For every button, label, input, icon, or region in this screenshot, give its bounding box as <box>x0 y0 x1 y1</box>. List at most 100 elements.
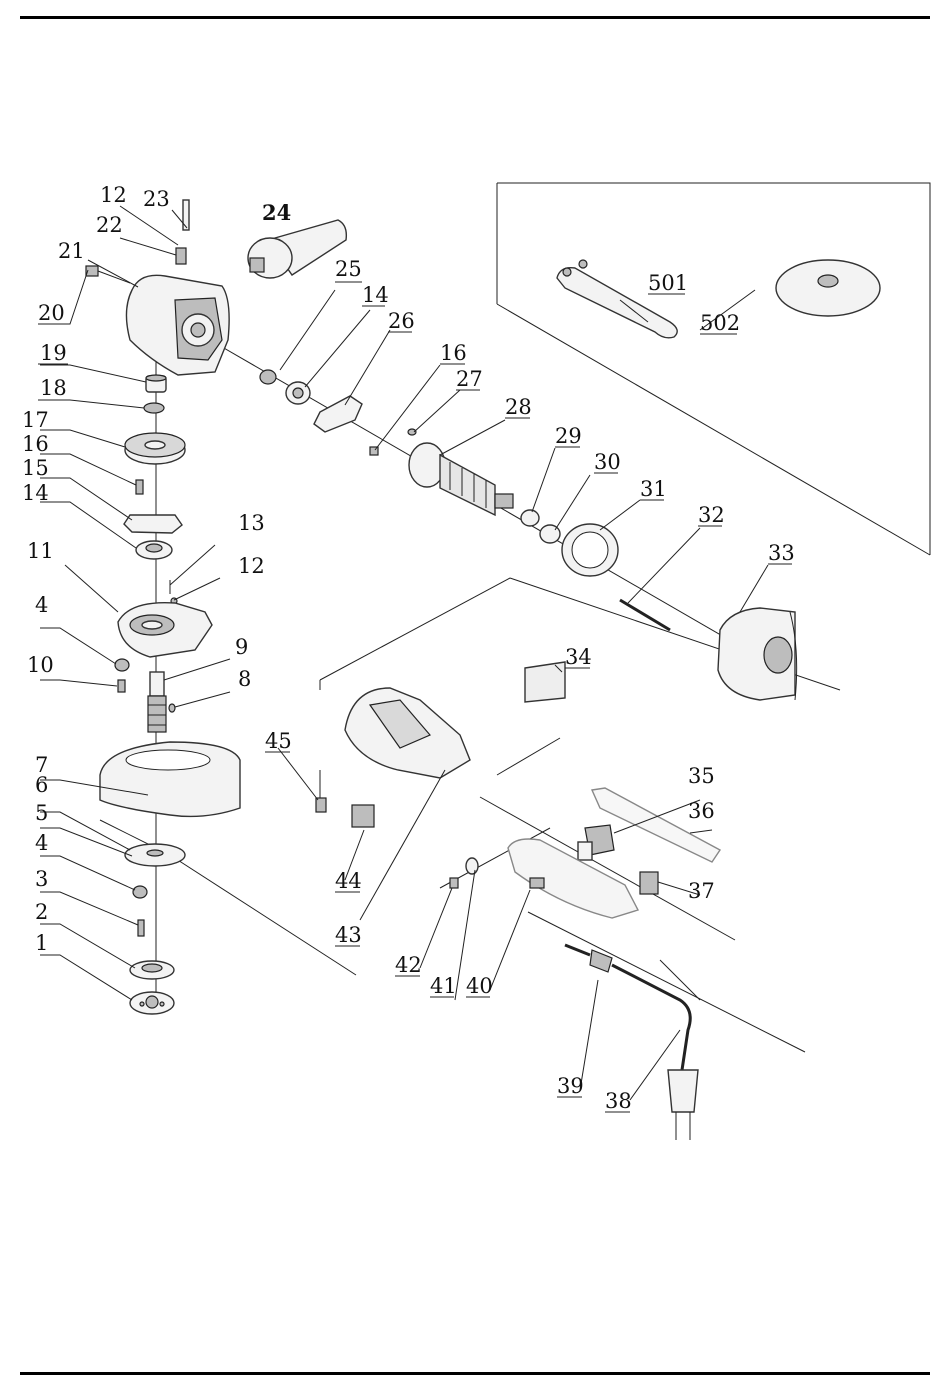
handle-assembly <box>450 788 720 1140</box>
part-40-rear-handle <box>508 839 638 918</box>
label-10: 10 <box>27 653 54 677</box>
label-33: 33 <box>768 541 795 565</box>
part-502-grinding-wheel <box>776 260 880 316</box>
part-19-bearing <box>146 375 166 392</box>
label-18: 18 <box>40 376 67 400</box>
housing-plane-top <box>320 578 510 680</box>
label-19: 19 <box>40 341 67 365</box>
part-28-armature <box>409 443 513 515</box>
label-17: 17 <box>22 408 49 432</box>
label-41: 41 <box>430 974 457 998</box>
accessory-box-edge <box>497 183 930 555</box>
part-16-screw <box>136 480 143 494</box>
part-31-baffle <box>562 524 618 576</box>
label-14-right: 14 <box>362 283 389 307</box>
label-21: 21 <box>58 239 85 263</box>
label-9: 9 <box>235 635 248 659</box>
part-35-switch <box>578 825 614 860</box>
part-39-cable-sleeve <box>565 945 612 972</box>
part-44-brush <box>352 805 374 827</box>
guard-plane-line <box>170 855 356 975</box>
part-43-motor-housing <box>345 688 470 778</box>
label-31: 31 <box>640 477 667 501</box>
handle-plane-bottom <box>528 912 805 1052</box>
part-33-stator <box>718 608 797 700</box>
label-39: 39 <box>557 1074 584 1098</box>
label-43: 43 <box>335 923 362 947</box>
label-32: 32 <box>698 503 725 527</box>
part-15-plate <box>124 515 182 533</box>
part-18-ring <box>144 403 164 413</box>
label-44: 44 <box>335 869 362 893</box>
part-32-screw <box>620 600 670 630</box>
part-27 <box>408 429 416 435</box>
label-38: 38 <box>605 1089 632 1113</box>
part-25 <box>260 370 276 384</box>
label-20: 20 <box>38 301 65 325</box>
label-2: 2 <box>35 900 48 924</box>
part-9-spindle <box>148 672 166 732</box>
label-40: 40 <box>466 974 493 998</box>
label-14-left: 14 <box>22 481 49 505</box>
part-7-wheel-guard <box>100 742 240 816</box>
part-5-flange-plate <box>125 844 185 866</box>
housing-short-line <box>497 738 560 775</box>
label-29: 29 <box>555 424 582 448</box>
label-23: 23 <box>143 187 170 211</box>
armature-assembly <box>260 370 797 702</box>
part-2-inner-flange <box>130 961 174 979</box>
part-11-bearing-cover <box>118 603 212 657</box>
part-14-bearing <box>136 541 172 559</box>
label-1: 1 <box>35 931 48 955</box>
part-8-key <box>169 704 175 712</box>
label-15: 15 <box>22 456 49 480</box>
label-4-upper: 4 <box>35 593 48 617</box>
gear-head-assembly <box>86 200 240 1014</box>
label-6: 6 <box>35 773 48 797</box>
part-37-label <box>640 872 658 894</box>
label-5: 5 <box>35 801 48 825</box>
part-23-screw <box>183 200 189 230</box>
label-12-right: 12 <box>238 554 265 578</box>
label-28: 28 <box>505 395 532 419</box>
part-10-screw <box>118 680 125 692</box>
label-27: 27 <box>456 367 483 391</box>
part-17-bevel-gear <box>125 433 185 464</box>
part-26-gasket <box>314 396 362 432</box>
part-42-screw <box>450 878 458 888</box>
label-16-right: 16 <box>440 341 467 365</box>
part-4-nut-lower <box>133 886 147 898</box>
label-501: 501 <box>648 271 688 295</box>
label-8: 8 <box>238 667 251 691</box>
label-502: 502 <box>700 311 740 335</box>
part-1-outer-flange <box>130 992 174 1014</box>
label-11: 11 <box>27 539 54 563</box>
label-34: 34 <box>565 645 592 669</box>
label-4-lower: 4 <box>35 831 48 855</box>
label-13: 13 <box>238 511 265 535</box>
label-35: 35 <box>688 764 715 788</box>
label-30: 30 <box>594 450 621 474</box>
label-37: 37 <box>688 879 715 903</box>
label-12-top: 12 <box>100 183 127 207</box>
part-3-screw <box>138 920 144 936</box>
part-4-nut <box>115 659 129 671</box>
part-34-label <box>525 662 565 702</box>
label-22: 22 <box>96 213 123 237</box>
label-36: 36 <box>688 799 715 823</box>
label-42: 42 <box>395 953 422 977</box>
part-45-brush-holder <box>316 770 326 812</box>
motor-housing-assembly <box>316 688 470 827</box>
part-22 <box>176 248 186 264</box>
label-45: 45 <box>265 729 292 753</box>
label-3: 3 <box>35 867 48 891</box>
label-26: 26 <box>388 309 415 333</box>
label-16-left: 16 <box>22 432 49 456</box>
part-41-cable-clamp <box>466 858 478 874</box>
part-21-gear-housing <box>126 275 229 375</box>
label-25: 25 <box>335 257 362 281</box>
part-29-bearing <box>521 510 539 526</box>
part-24-side-handle <box>248 220 346 278</box>
